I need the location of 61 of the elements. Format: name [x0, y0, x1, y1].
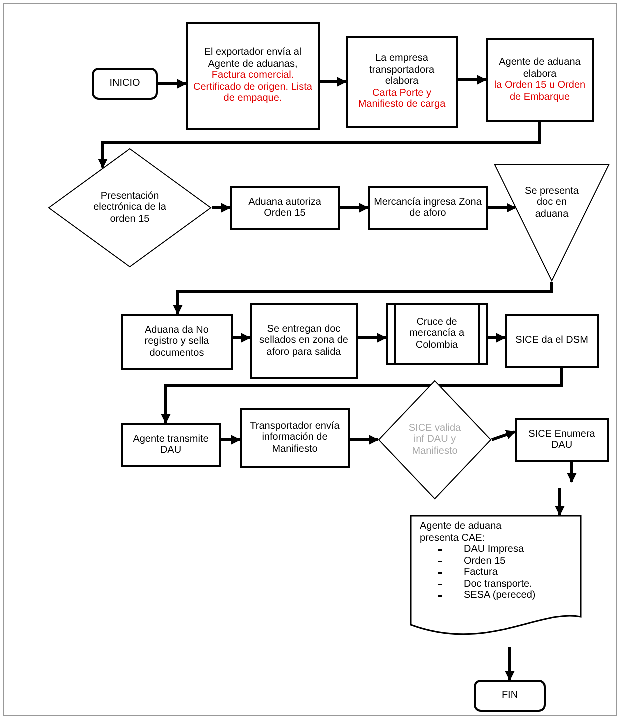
process-box: [121, 423, 221, 467]
node-text: FIN: [502, 690, 518, 702]
node-text: Mercancía ingresa Zona de aforo: [374, 196, 482, 220]
list-item-text: Orden 15: [464, 556, 506, 567]
highlighted-text: la Orden 15 u Orden de Embarque: [493, 80, 587, 103]
arrow: [505, 647, 515, 681]
terminal-box: [474, 680, 546, 712]
process-box: [121, 314, 233, 370]
node-text: INICIO: [110, 78, 140, 90]
node-text: Se presenta doc en aduana: [524, 186, 580, 220]
node-text: Cruce de mercancía a Colombia: [408, 316, 466, 352]
arrow: [358, 333, 387, 343]
arrow: [221, 435, 241, 445]
highlighted-text: Factura comercial. Certificado de origen. Lista de empaque.: [192, 70, 314, 105]
node-text: SICE da el DSM: [516, 335, 588, 347]
node-text: Presentación electrónica de la orden 15: [92, 190, 168, 226]
list-item-text: SESA (pereced): [464, 590, 536, 602]
arrow: [98, 122, 542, 169]
node-text: Aduana da No registro y sella documentos: [144, 324, 210, 360]
list-item-text: DAU Impresa: [464, 544, 524, 556]
process-box: [230, 186, 340, 230]
node-text: Aduana autoriza Orden 15: [248, 196, 322, 220]
node-text: Se entregan doc sellados en zona de aforo para salida: [258, 324, 350, 358]
predefined-process-box: [386, 303, 488, 365]
arrow: [458, 75, 487, 85]
arrow: [320, 77, 347, 87]
node-text: Transportador envía información de Manifiesto: [249, 420, 341, 456]
highlighted-text: Carta Porte y Manifiesto de carga: [357, 88, 447, 111]
process-box: [505, 314, 599, 368]
arrow: [173, 282, 554, 315]
process-box: [240, 408, 350, 468]
process-box: [346, 36, 458, 128]
node-text: El exportador envía al Agente de aduanas,: [203, 47, 303, 70]
process-box: [486, 38, 594, 122]
arrow: [340, 203, 369, 213]
process-box: [368, 186, 488, 230]
arrow: [233, 333, 251, 343]
arrow: [158, 79, 187, 89]
arrow: [212, 203, 231, 213]
node-text: Agente de aduana elabora: [498, 57, 582, 80]
node-text: SICE valida inf DAU y Manifiesto: [408, 422, 462, 458]
arrow: [492, 430, 516, 442]
triangle-shape: [494, 164, 610, 282]
node-text: Agente de aduana presenta CAE:: [420, 521, 503, 544]
arrow: [567, 462, 577, 483]
decision-diamond: [48, 148, 212, 268]
arrow: [161, 368, 564, 424]
process-box: [515, 418, 609, 462]
arrow: [350, 435, 379, 445]
process-box: [250, 303, 358, 379]
arrow: [488, 333, 506, 343]
node-text: La empresa transportadora elabora: [368, 53, 436, 88]
decision-diamond: [378, 380, 492, 500]
arrow: [555, 488, 565, 516]
arrow: [488, 203, 517, 213]
list-item-text: Doc transporte.: [464, 578, 532, 590]
process-box: [186, 22, 320, 130]
node-text: Agente transmite DAU: [132, 434, 210, 456]
terminal-box: [92, 68, 158, 100]
list-item-text: Factura: [464, 567, 498, 578]
node-text: SICE Enumera DAU: [528, 428, 596, 452]
